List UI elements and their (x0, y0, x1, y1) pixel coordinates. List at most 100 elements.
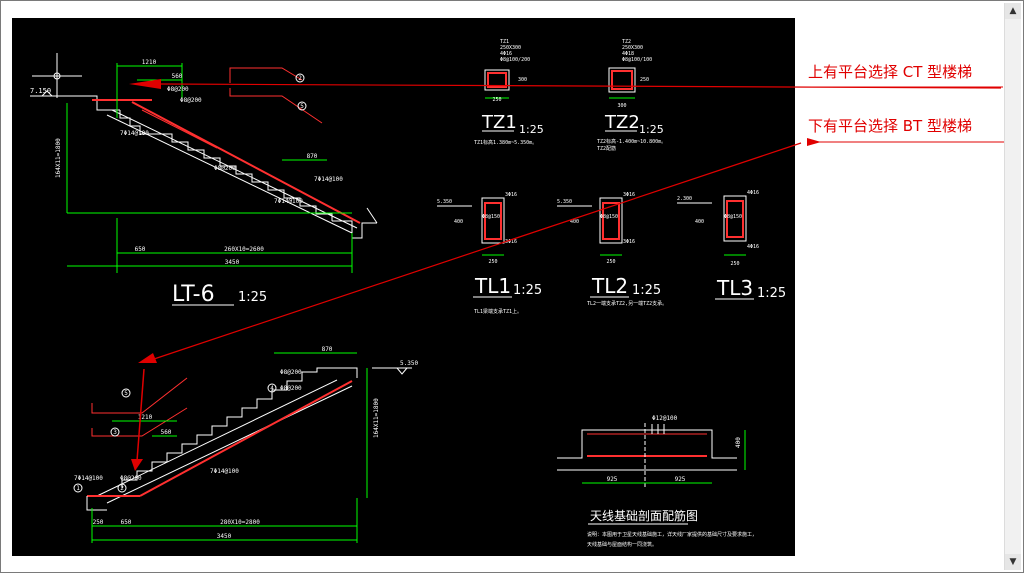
tz2-scale: 1:25 (639, 123, 664, 136)
tl3-level: 2.300 (677, 196, 692, 202)
lower-marker-2: 2 (120, 485, 124, 492)
tl3-scale: 1:25 (757, 286, 786, 301)
tl3-section: 2.300 4Φ16 Φ8@150 4Φ16 400 250 TL3 1:25 (677, 190, 786, 301)
upper-note: 上有平台选择 CT 型楼梯 (808, 63, 972, 81)
lt6-marker-2: 2 (298, 75, 302, 82)
lower-rebar-r4: Φ8@200 (120, 475, 142, 482)
tl3-bot: 4Φ16 (747, 244, 759, 250)
lt6-dim-step: 870 (307, 153, 318, 160)
lower-dim-top1: 1210 (138, 414, 153, 421)
lower-dim-height: 164X11=1800 (373, 398, 380, 438)
tz2-note1: TZ2标高-1.400m~10.800m。 (597, 138, 666, 145)
lower-dim-b: 650 (121, 519, 132, 526)
tz1-section: TZ1 250X300 4Φ16 Φ8@100/200 250 300 TZ1 … (474, 39, 544, 146)
tl2-section: 5.350 3Φ16 Φ8@150 3Φ16 400 250 TL2 1:25 … (557, 192, 667, 307)
tz2-text4: Φ8@100/100 (622, 57, 652, 63)
tl1-top: 3Φ16 (505, 192, 517, 198)
lt6-dim-height: 164X11=1800 (55, 138, 62, 178)
lt6-level: 7.150 (30, 87, 51, 95)
tz2-text2: 250X300 (622, 45, 643, 51)
lower-rebar-r3: 7Φ14@100 (210, 468, 239, 475)
tl1-scale: 1:25 (513, 283, 542, 298)
tl2-note: TL2一端支承TZ2,另一端TZ2支承。 (587, 300, 667, 307)
lower-rebar-r1: Φ8@200 (280, 369, 302, 376)
tl1-bot: 3Φ16 (505, 239, 517, 245)
tz1-title: TZ1 (481, 112, 517, 133)
tl3-dim1: 250 (730, 261, 739, 267)
tz1-dim2: 300 (518, 77, 527, 83)
lower-marker-1: 1 (76, 485, 80, 492)
tl2-scale: 1:25 (632, 283, 661, 298)
foundation-section: Φ12@100 925 925 400 天线基础剖面配筋图 说明：本图用于卫星天… (557, 415, 757, 548)
tl1-note: TL1梁端支承TZ1上。 (474, 308, 522, 315)
lower-dim-top2: 560 (161, 429, 172, 436)
tz2-text1: TZ2 (622, 39, 631, 45)
lt6-rebar-r4: Φ8@200 (214, 165, 236, 172)
tl2-dim2: 400 (570, 219, 579, 225)
lt6-title: LT-6 (172, 282, 215, 307)
tz1-text2: 250X300 (500, 45, 521, 51)
tz1-note: TZ1标高1.380m~5.350m。 (474, 139, 537, 146)
lower-level: 5.350 (400, 360, 418, 367)
tl2-dim1: 250 (606, 259, 615, 265)
tz2-text3: 4Φ18 (622, 51, 634, 57)
foundation-dim-h: 400 (735, 437, 742, 448)
foundation-dim-l: 925 (607, 476, 618, 483)
lt6-rebar-r6: 7Φ14@100 (274, 198, 303, 205)
lt6-rebar-r2: Φ8@200 (180, 97, 202, 104)
tz1-text1: TZ1 (500, 39, 509, 45)
foundation-note2: 天线基础与屋面结构一同浇筑。 (587, 541, 657, 548)
tl1-stir: Φ8@150 (482, 214, 500, 220)
tl3-title: TL3 (716, 276, 753, 300)
tz1-dim1: 250 (492, 97, 501, 103)
lower-dim-run: 280X10=2800 (220, 519, 260, 526)
lower-dim-total: 3450 (217, 533, 232, 540)
lower-dim-step: 870 (322, 346, 333, 353)
lower-rebar-r5: 7Φ14@100 (74, 475, 103, 482)
lt6-rebar-r3: 7Φ14@100 (120, 130, 149, 137)
tl3-top: 4Φ16 (747, 190, 759, 196)
tl2-level: 5.350 (557, 199, 572, 205)
tl1-dim1: 250 (488, 259, 497, 265)
tz2-section: TZ2 250X300 4Φ18 Φ8@100/100 300 250 TZ2 … (597, 39, 666, 152)
tz2-dim2: 250 (640, 77, 649, 83)
cad-drawing-canvas[interactable]: 7.150 1210 56 (12, 18, 795, 556)
lt6-marker-5: 5 (300, 103, 304, 110)
tl2-bot: 3Φ16 (623, 239, 635, 245)
scroll-down-arrow-icon[interactable]: ▼ (1005, 554, 1021, 570)
foundation-dim-r: 925 (675, 476, 686, 483)
tl1-title: TL1 (474, 274, 511, 298)
lower-dim-a: 250 (93, 519, 104, 526)
lower-rebar-r2: Φ8@200 (280, 385, 302, 392)
lt6-dim-run: 260X10=2600 (224, 246, 264, 253)
tl3-dim2: 400 (695, 219, 704, 225)
lower-stair-section: 870 5.350 5 3 1210 (73, 346, 418, 543)
lt6-dim-left: 650 (135, 246, 146, 253)
tz1-text4: Φ8@100/200 (500, 57, 530, 63)
tz1-text3: 4Φ16 (500, 51, 512, 57)
lt6-rebar-r5: 7Φ14@100 (314, 176, 343, 183)
tl3-stir: Φ8@150 (724, 214, 742, 220)
lower-marker-3: 3 (113, 429, 117, 436)
foundation-title: 天线基础剖面配筋图 (590, 508, 698, 523)
lower-marker-5: 5 (124, 390, 128, 397)
lower-marker-4: 4 (270, 385, 274, 392)
scroll-up-arrow-icon[interactable]: ▲ (1005, 3, 1021, 19)
tl1-dim2: 400 (454, 219, 463, 225)
lt6-dim-top1: 1210 (142, 59, 157, 66)
tl2-title: TL2 (591, 274, 628, 298)
tl2-stir: Φ8@150 (600, 214, 618, 220)
foundation-note1: 说明：本图用于卫星天线基础施工，详天线厂家提供的基础尺寸及要求施工， (587, 531, 757, 538)
tz2-title: TZ2 (604, 112, 640, 133)
vertical-scrollbar[interactable]: ▲ ▼ (1004, 3, 1021, 570)
lt6-rebar-r1: Φ8@200 (167, 86, 189, 93)
tl1-section: 5.350 3Φ16 Φ8@150 3Φ16 400 250 TL1 1:25 … (437, 192, 542, 315)
tl2-top: 3Φ16 (623, 192, 635, 198)
tl1-level: 5.350 (437, 199, 452, 205)
lt6-section: 7.150 1210 56 (30, 53, 378, 307)
lower-note: 下有平台选择 BT 型楼梯 (808, 117, 972, 135)
tz2-dim1: 300 (617, 103, 626, 109)
lt6-scale: 1:25 (238, 290, 267, 305)
lt6-dim-top2: 560 (172, 73, 183, 80)
